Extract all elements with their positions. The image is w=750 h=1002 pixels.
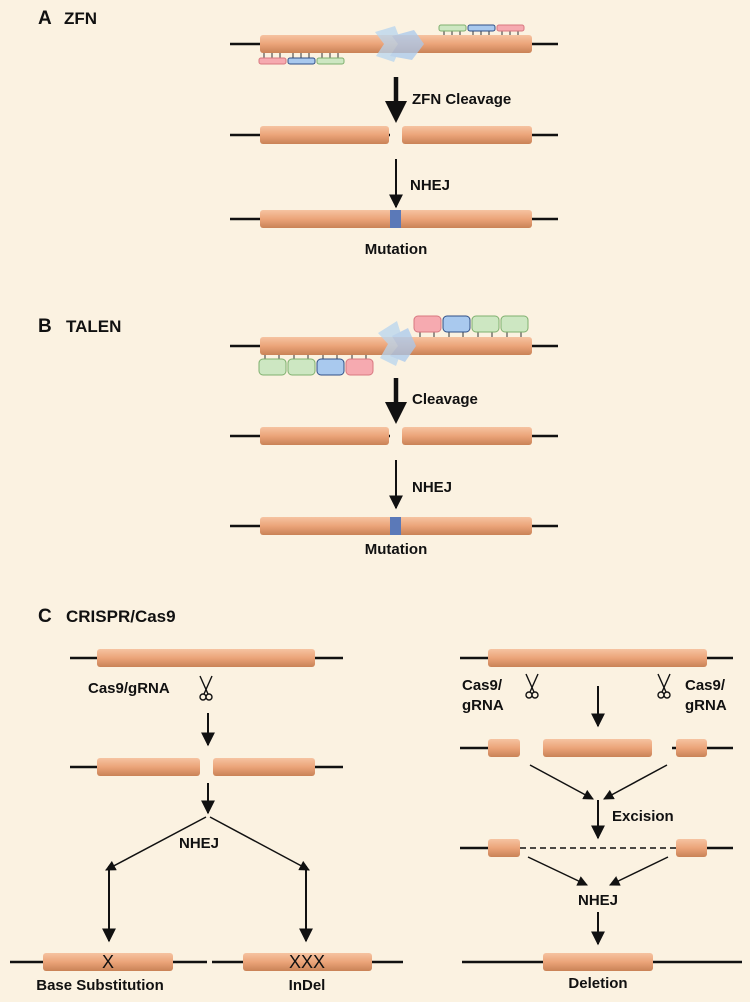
talen-repaired-dna xyxy=(230,517,558,535)
converge-arrow-left xyxy=(529,764,594,800)
zfn-repaired-dna xyxy=(230,210,558,228)
section-zfn: A ZFN xyxy=(38,8,558,258)
crispr-left-pathway: Cas9/gRNA NHEJ X Base Substitution xyxy=(10,649,403,994)
left-nhej-label: NHEJ xyxy=(179,835,219,852)
talen-nhej-label: NHEJ xyxy=(412,479,452,496)
cas9-grna-left-line2: gRNA xyxy=(462,697,504,714)
gene-segment xyxy=(402,427,532,445)
talen-cleavage-label: Cleavage xyxy=(412,391,478,408)
zfn-cleaved-dna xyxy=(230,126,558,144)
section-b-letter: B xyxy=(38,316,52,337)
tale-repeat-module xyxy=(471,315,500,333)
section-b-title: TALEN xyxy=(66,317,121,336)
zfn-nhej-label: NHEJ xyxy=(410,177,450,194)
zfn-cleavage-label: ZFN Cleavage xyxy=(412,91,511,108)
tale-repeat-array-top xyxy=(413,315,529,337)
substitution-mark: X xyxy=(102,952,114,972)
zinc-finger-module xyxy=(316,57,345,65)
scissors-icon xyxy=(199,675,213,701)
gene-segment xyxy=(243,953,372,971)
zinc-finger-module xyxy=(287,57,316,65)
tale-repeat-array-bottom xyxy=(258,355,374,376)
gene-segment xyxy=(676,839,707,857)
zfn-module-array-top xyxy=(438,24,525,35)
section-a-title: ZFN xyxy=(64,9,97,28)
zinc-finger-module xyxy=(496,24,525,32)
tale-repeat-module xyxy=(258,358,287,376)
section-a-letter: A xyxy=(38,8,52,29)
zinc-finger-module xyxy=(258,57,287,65)
gene-segment xyxy=(402,126,532,144)
deletion-label: Deletion xyxy=(568,975,627,992)
mutation-site xyxy=(390,210,401,228)
excision-label: Excision xyxy=(612,808,674,825)
branch-arrow-indel xyxy=(209,816,310,871)
mutation-site xyxy=(390,517,401,535)
section-c-title: CRISPR/Cas9 xyxy=(66,607,176,626)
gene-segment xyxy=(488,839,520,857)
gene-segment xyxy=(543,953,653,971)
gene-segment xyxy=(213,758,315,776)
gene-segment xyxy=(43,953,173,971)
converge-arrow-right xyxy=(603,764,668,800)
gene-segment xyxy=(488,649,707,667)
tale-repeat-module xyxy=(316,358,345,376)
zfn-module-array-bottom xyxy=(258,53,345,65)
crispr-right-pathway: Cas9/ gRNA Cas9/ gRNA xyxy=(460,649,742,992)
section-talen: B TALEN xyxy=(38,315,558,558)
base-substitution-label: Base Substitution xyxy=(36,977,164,994)
tale-repeat-module xyxy=(500,315,529,333)
excised-segment xyxy=(543,739,652,757)
foki-nuclease-domain xyxy=(375,26,424,62)
talen-mutation-label: Mutation xyxy=(365,541,427,558)
gene-segment xyxy=(488,739,520,757)
gene-segment xyxy=(260,126,389,144)
talen-cleaved-dna xyxy=(230,427,558,445)
talen-dna-with-nuclease xyxy=(230,315,558,376)
tale-repeat-module xyxy=(442,315,471,333)
zinc-finger-module xyxy=(438,24,467,32)
indel-label: InDel xyxy=(289,977,326,994)
cas9-grna-left-line1: Cas9/ xyxy=(462,677,503,694)
gene-segment xyxy=(97,649,315,667)
scissors-icon xyxy=(657,673,671,699)
indel-mark: XXX xyxy=(289,952,325,972)
join-arrow-right xyxy=(609,856,669,886)
section-c-letter: C xyxy=(38,606,52,627)
scissors-icon xyxy=(525,673,539,699)
gene-segment xyxy=(260,427,389,445)
cas9-grna-right-line1: Cas9/ xyxy=(685,677,726,694)
zinc-finger-module xyxy=(467,24,496,32)
cas9-grna-right-line2: gRNA xyxy=(685,697,727,714)
tale-repeat-module xyxy=(413,315,442,333)
tale-repeat-module xyxy=(287,358,316,376)
zfn-dna-with-nuclease xyxy=(230,24,558,65)
join-arrow-left xyxy=(527,856,588,886)
branch-arrow-substitution xyxy=(105,816,207,871)
gene-segment xyxy=(676,739,707,757)
zfn-cleavage-arrow xyxy=(385,77,407,123)
cas9-grna-label: Cas9/gRNA xyxy=(88,680,170,697)
foki-nuclease-domain xyxy=(378,321,416,366)
section-crispr: C CRISPR/Cas9 Cas9/gRNA NHEJ xyxy=(10,606,742,994)
talen-cleavage-arrow xyxy=(385,378,407,424)
gene-segment xyxy=(97,758,200,776)
tale-repeat-module xyxy=(345,358,374,376)
zfn-mutation-label: Mutation xyxy=(365,241,427,258)
right-nhej-label: NHEJ xyxy=(578,892,618,909)
